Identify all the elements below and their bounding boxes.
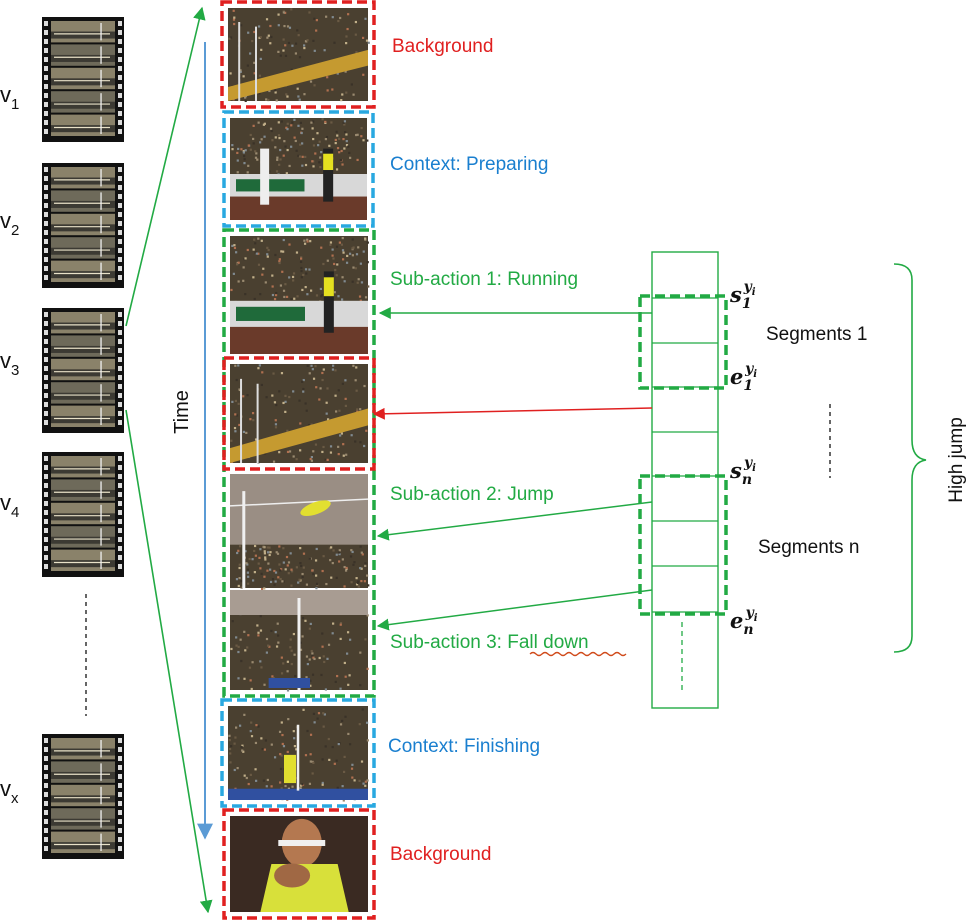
frame-3-track-run xyxy=(230,236,370,354)
segment-n-label: Segments n xyxy=(758,537,859,558)
film-strip-v4 xyxy=(42,452,124,577)
time-label: Time xyxy=(171,390,193,434)
frame-5-high-bar xyxy=(229,474,370,591)
frame-8-closeup xyxy=(230,816,368,912)
high-jump-label: High jump xyxy=(946,417,967,503)
video-label-vx: vx xyxy=(0,776,19,807)
frame-1-stadium-pole xyxy=(228,8,370,103)
frame-2-track-walk xyxy=(230,118,369,220)
segment-box-1 xyxy=(638,294,728,390)
label-subaction-running: Sub-action 1: Running xyxy=(390,269,578,290)
frame-7-celebrate xyxy=(228,706,369,802)
frame-border-background-mid xyxy=(222,356,376,471)
label-subaction-jump: Sub-action 2: Jump xyxy=(390,484,554,505)
segment-1-label: Segments 1 xyxy=(766,324,867,345)
frame-column xyxy=(228,8,370,912)
arrow-segment-to-jump xyxy=(376,501,653,541)
frame-6-pole-crowd xyxy=(230,590,369,692)
segment-box-n xyxy=(638,474,728,616)
segment-n-end-label: enyi xyxy=(730,605,758,638)
expand-line-bottom xyxy=(125,409,213,914)
video-label-v4: v4 xyxy=(0,490,19,521)
frame-border-background-top xyxy=(220,0,376,109)
segment-1-end-label: e1yi xyxy=(730,361,757,394)
spellcheck-underline xyxy=(529,651,627,657)
arrow-segment-to-background xyxy=(372,407,653,420)
video-label-v3: v3 xyxy=(0,348,19,379)
high-jump-brace xyxy=(893,263,927,653)
film-strip-v3 xyxy=(42,308,124,433)
label-subaction-falldown: Sub-action 3: Fall down xyxy=(390,632,589,653)
segment-1-start-label: s1yi xyxy=(729,279,756,312)
frame-4-stadium-pole xyxy=(230,364,368,464)
segment-column xyxy=(651,251,719,709)
film-strip-vx xyxy=(42,734,124,859)
video-label-v2: v2 xyxy=(0,208,19,239)
film-strip-v1 xyxy=(42,17,124,142)
label-context-preparing: Context: Preparing xyxy=(390,154,548,175)
label-context-finishing: Context: Finishing xyxy=(388,736,540,757)
video-label-v1: v1 xyxy=(0,82,19,113)
expand-line-top xyxy=(125,6,206,327)
arrow-segment-to-falldown xyxy=(376,589,653,631)
frame-border-context-preparing xyxy=(222,110,375,228)
frame-border-context-finishing xyxy=(220,698,376,808)
label-background-top: Background xyxy=(392,36,493,57)
frame-border-background-bottom xyxy=(222,808,376,920)
segment-n-start-label: snyi xyxy=(729,455,756,488)
label-background-bottom: Background xyxy=(390,844,491,865)
film-strip-v2 xyxy=(42,163,124,288)
